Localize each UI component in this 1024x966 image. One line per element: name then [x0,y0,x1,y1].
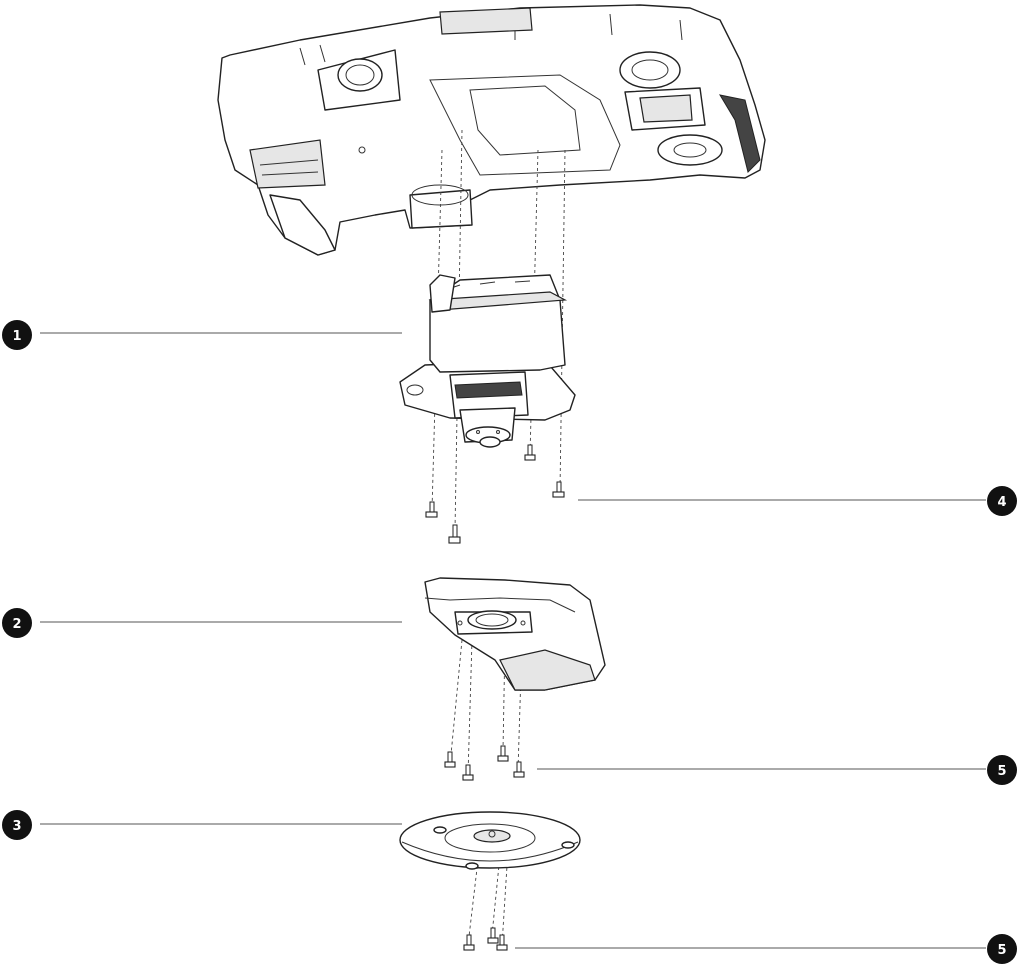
screws-set-4 [425,444,565,544]
callout-5b: 5 [987,934,1017,964]
leader-lines [40,332,986,949]
screw [496,934,508,951]
screw [425,501,438,518]
screw [487,927,499,944]
callout-1: 1 [2,320,32,350]
screw [463,934,475,951]
motor-assembly [399,274,576,448]
screw [552,481,565,498]
callout-2-label: 2 [12,617,21,632]
callout-5b-label: 5 [997,943,1006,958]
screw [448,524,461,544]
callout-3-label: 3 [12,819,21,834]
screw [497,745,509,762]
screw [462,764,474,781]
screw [444,751,456,768]
callout-4: 4 [987,486,1017,516]
callout-1-label: 1 [12,329,21,344]
screws-set-5a [444,745,525,781]
chassis-housing [217,4,766,256]
guard-deflector [424,577,606,691]
callout-5a-label: 5 [997,764,1006,779]
screws-set-5b [463,927,508,951]
blade-disc [399,811,581,870]
screw [524,444,536,461]
callout-5a: 5 [987,755,1017,785]
callout-4-label: 4 [997,495,1006,510]
screw [513,761,525,778]
callout-3: 3 [2,810,32,840]
callout-2: 2 [2,608,32,638]
